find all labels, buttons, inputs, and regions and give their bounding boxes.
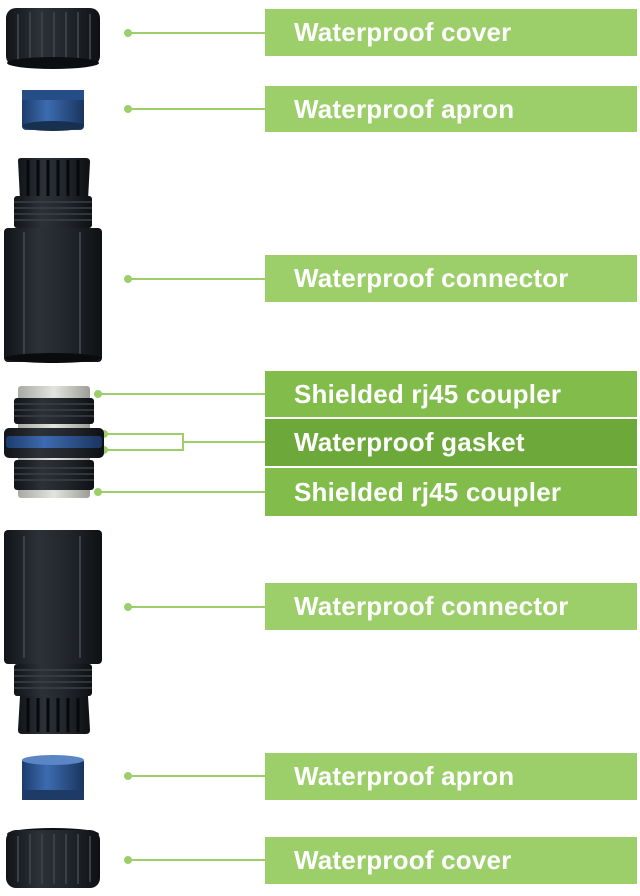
waterproof-apron-icon <box>22 90 84 131</box>
leader-dot <box>125 604 131 610</box>
leader-dot <box>125 857 131 863</box>
leader-line-gasket-bracket <box>104 434 183 450</box>
label-shielded-coupler-top: Shielded rj45 coupler <box>265 371 637 417</box>
leader-dot <box>95 391 101 397</box>
waterproof-gasket-icon <box>4 428 104 458</box>
leader-dot <box>125 276 131 282</box>
label-waterproof-connector-top: Waterproof connector <box>265 255 637 302</box>
label-waterproof-apron-top: Waterproof apron <box>265 86 637 132</box>
label-waterproof-connector-bottom: Waterproof connector <box>265 583 637 630</box>
waterproof-apron-icon <box>22 755 84 800</box>
label-waterproof-apron-bottom: Waterproof apron <box>265 753 637 800</box>
leader-lines <box>95 30 265 863</box>
waterproof-connector-icon <box>4 530 102 734</box>
leader-dot <box>125 106 131 112</box>
leader-dot <box>95 489 101 495</box>
label-waterproof-cover-bottom: Waterproof cover <box>265 837 637 884</box>
waterproof-connector-icon <box>4 158 102 363</box>
label-shielded-coupler-bottom: Shielded rj45 coupler <box>265 468 637 516</box>
waterproof-cover-icon <box>6 8 100 69</box>
leader-dot <box>125 30 131 36</box>
leader-dot <box>125 773 131 779</box>
waterproof-cover-icon <box>6 828 100 888</box>
label-waterproof-gasket: Waterproof gasket <box>265 419 637 466</box>
label-waterproof-cover-top: Waterproof cover <box>265 9 637 56</box>
